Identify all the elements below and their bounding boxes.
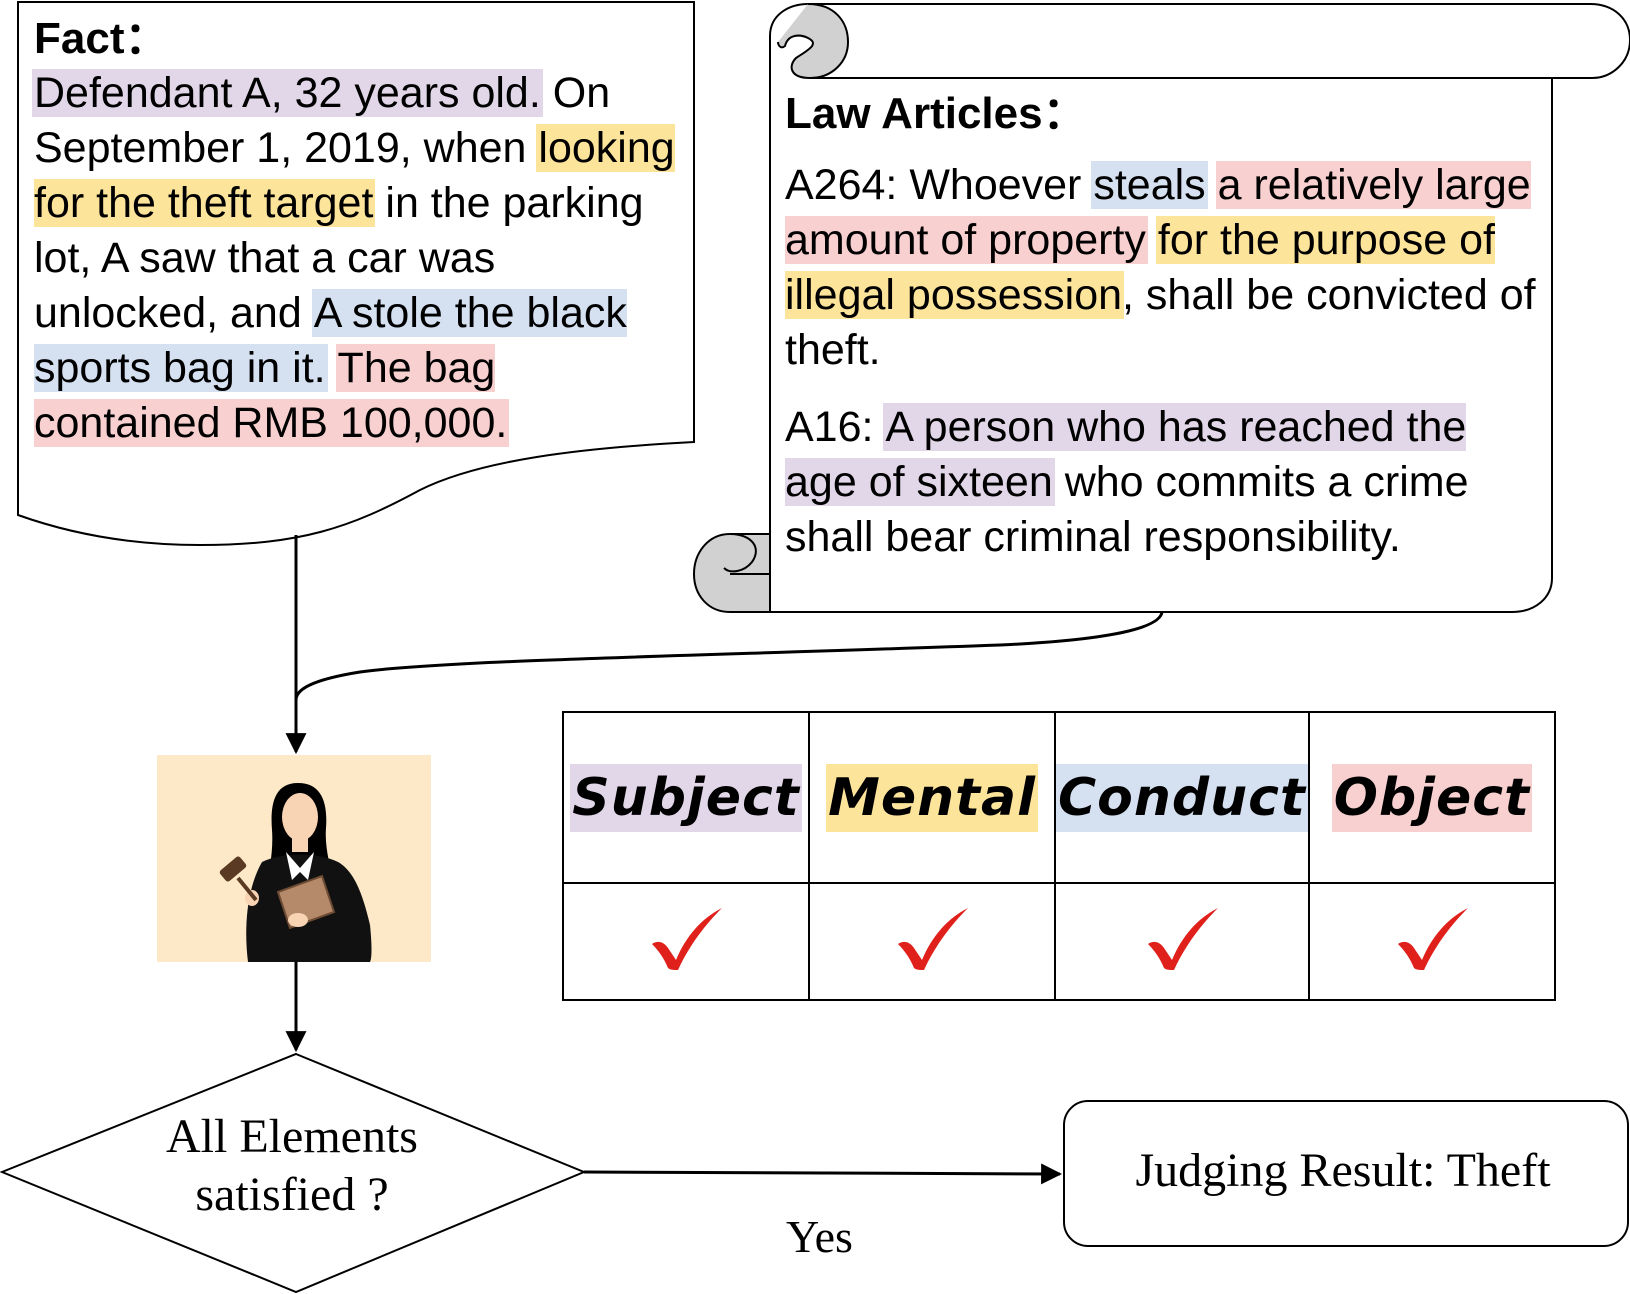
law-articles-title: Law Articles： <box>785 89 1087 138</box>
law-a16-text-segment: who commits a crime shall bear criminal … <box>785 458 1469 561</box>
element-label-object: Object <box>1331 763 1532 832</box>
law-a264-highlight-conduct: steals <box>1091 161 1208 209</box>
decision-diamond <box>0 1052 587 1294</box>
fact-highlight-subject: Defendant A, 32 years old. <box>32 69 543 117</box>
law-article-a264: A264: Whoever steals a relatively large … <box>785 158 1545 378</box>
law-a264-text-segment: , shall be convicted of theft. <box>785 271 1536 374</box>
element-label-subject: Subject <box>570 763 802 832</box>
decision-question: All Elements satisfied ? <box>112 1108 472 1224</box>
fact-text: Defendant A, 32 years old. On September … <box>32 66 689 451</box>
element-cell-object: Object <box>1307 711 1556 884</box>
law-articles-panel: Law Articles： A264: Whoever steals a rel… <box>785 88 1545 565</box>
element-cell-mental: Mental <box>808 711 1056 884</box>
element-label-conduct: Conduct <box>1056 763 1308 832</box>
checkmark-icon <box>652 908 722 970</box>
elements-check-row <box>562 882 1556 1001</box>
check-cell-object <box>1307 882 1556 1001</box>
checkmark-icon <box>1147 908 1218 970</box>
decision-question-line2: satisfied ? <box>195 1168 389 1221</box>
fact-panel: Fact： Defendant A, 32 years old. On Sept… <box>32 14 689 451</box>
checkmark-icon <box>898 908 968 970</box>
judge-illustration <box>157 755 431 962</box>
law-to-judge-connector <box>294 611 1164 701</box>
law-a16-text-segment: A16: <box>785 403 886 451</box>
fact-text-segment: in the parking lot, A saw that a car was… <box>34 179 644 337</box>
check-cell-mental <box>808 882 1056 1001</box>
element-cell-conduct: Conduct <box>1054 711 1310 884</box>
yes-arrow <box>583 1163 1063 1185</box>
elements-header-row: Subject Mental Conduct Object <box>562 711 1556 884</box>
check-cell-conduct <box>1054 882 1310 1001</box>
judging-result-text: Judging Result: Theft <box>1135 1144 1551 1197</box>
fact-title: Fact： <box>34 14 169 63</box>
element-cell-subject: Subject <box>562 711 810 884</box>
judge-with-gavel-icon <box>219 783 372 962</box>
decision-question-line1: All Elements <box>166 1110 418 1163</box>
element-label-mental: Mental <box>826 763 1038 832</box>
fact-text-segment: On September 1, 2019, when <box>34 69 611 172</box>
elements-table: Subject Mental Conduct Object <box>562 711 1556 1001</box>
law-a264-text-segment: A264: Whoever <box>785 161 1094 209</box>
law-article-a16: A16: A person who has reached the age of… <box>785 400 1545 565</box>
yes-label: Yes <box>786 1211 853 1262</box>
check-cell-subject <box>562 882 810 1001</box>
checkmark-icon <box>1397 908 1468 970</box>
result-box <box>1063 1100 1629 1247</box>
